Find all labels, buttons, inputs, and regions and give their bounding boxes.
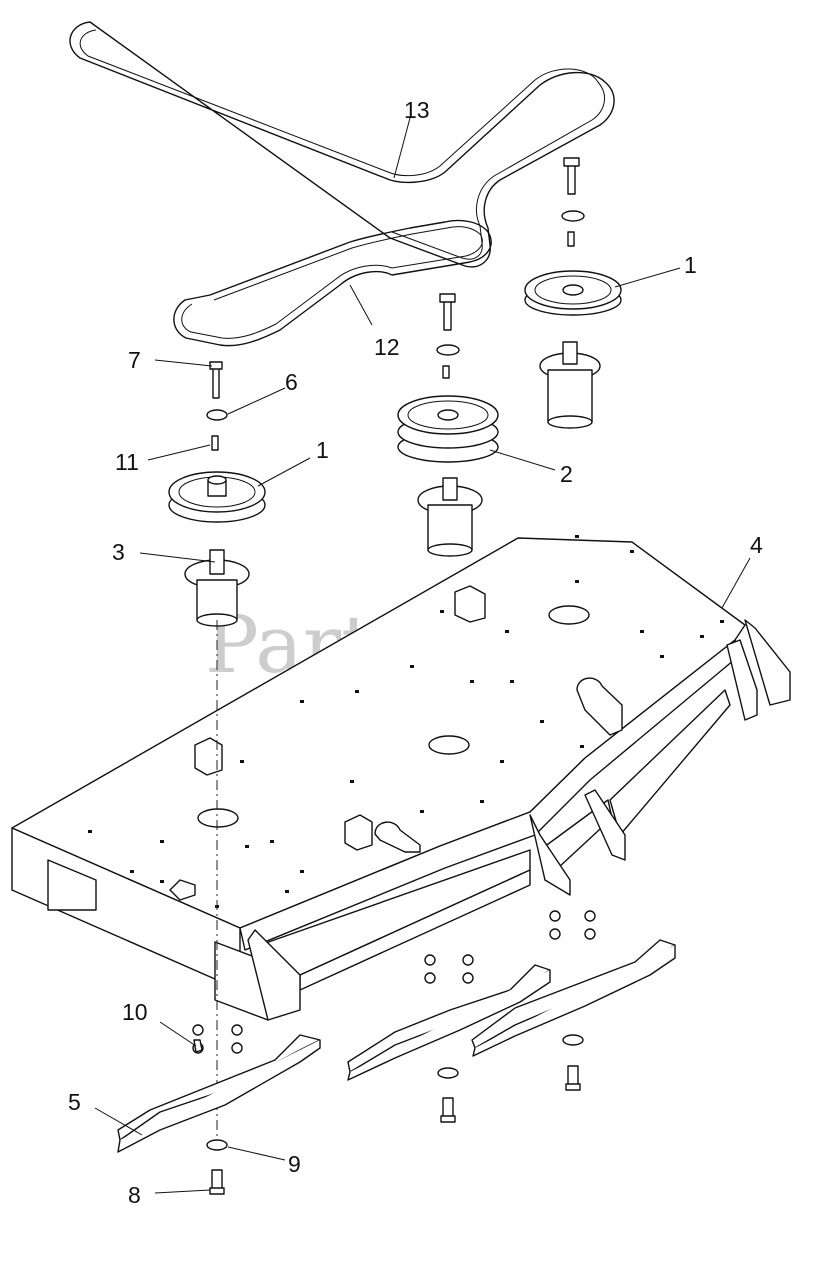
callout-12: 12 (374, 334, 400, 360)
callout-11: 11 (115, 449, 139, 475)
callout-9: 9 (288, 1151, 301, 1177)
deck-holes (88, 535, 724, 908)
callout-labels: 13 1 12 7 6 11 1 2 3 4 10 5 9 8 (68, 97, 763, 1208)
blade-right[interactable] (471, 939, 676, 1057)
callout-2: 2 (560, 461, 573, 487)
left-spindle-assembly[interactable] (168, 361, 266, 627)
blade-5-left[interactable] (117, 1034, 321, 1153)
callout-13: 13 (404, 97, 430, 123)
callout-4: 4 (750, 532, 763, 558)
belt-13[interactable] (69, 21, 615, 268)
blade-center[interactable] (347, 964, 551, 1081)
blade-hardware (193, 1034, 584, 1195)
callout-1-left: 1 (316, 437, 329, 463)
blade-nuts (192, 910, 596, 1054)
callout-7: 7 (128, 347, 141, 373)
callout-8: 8 (128, 1182, 141, 1208)
callout-3: 3 (112, 539, 125, 565)
callout-1-right: 1 (684, 252, 697, 278)
belt-12[interactable] (173, 219, 492, 347)
right-spindle-assembly[interactable] (524, 157, 622, 429)
callout-10: 10 (122, 999, 148, 1025)
mower-deck[interactable] (11, 535, 791, 1021)
leader-lines (94, 117, 751, 1194)
center-spindle-assembly[interactable] (397, 293, 499, 557)
callout-6: 6 (285, 369, 298, 395)
callout-5: 5 (68, 1089, 81, 1115)
